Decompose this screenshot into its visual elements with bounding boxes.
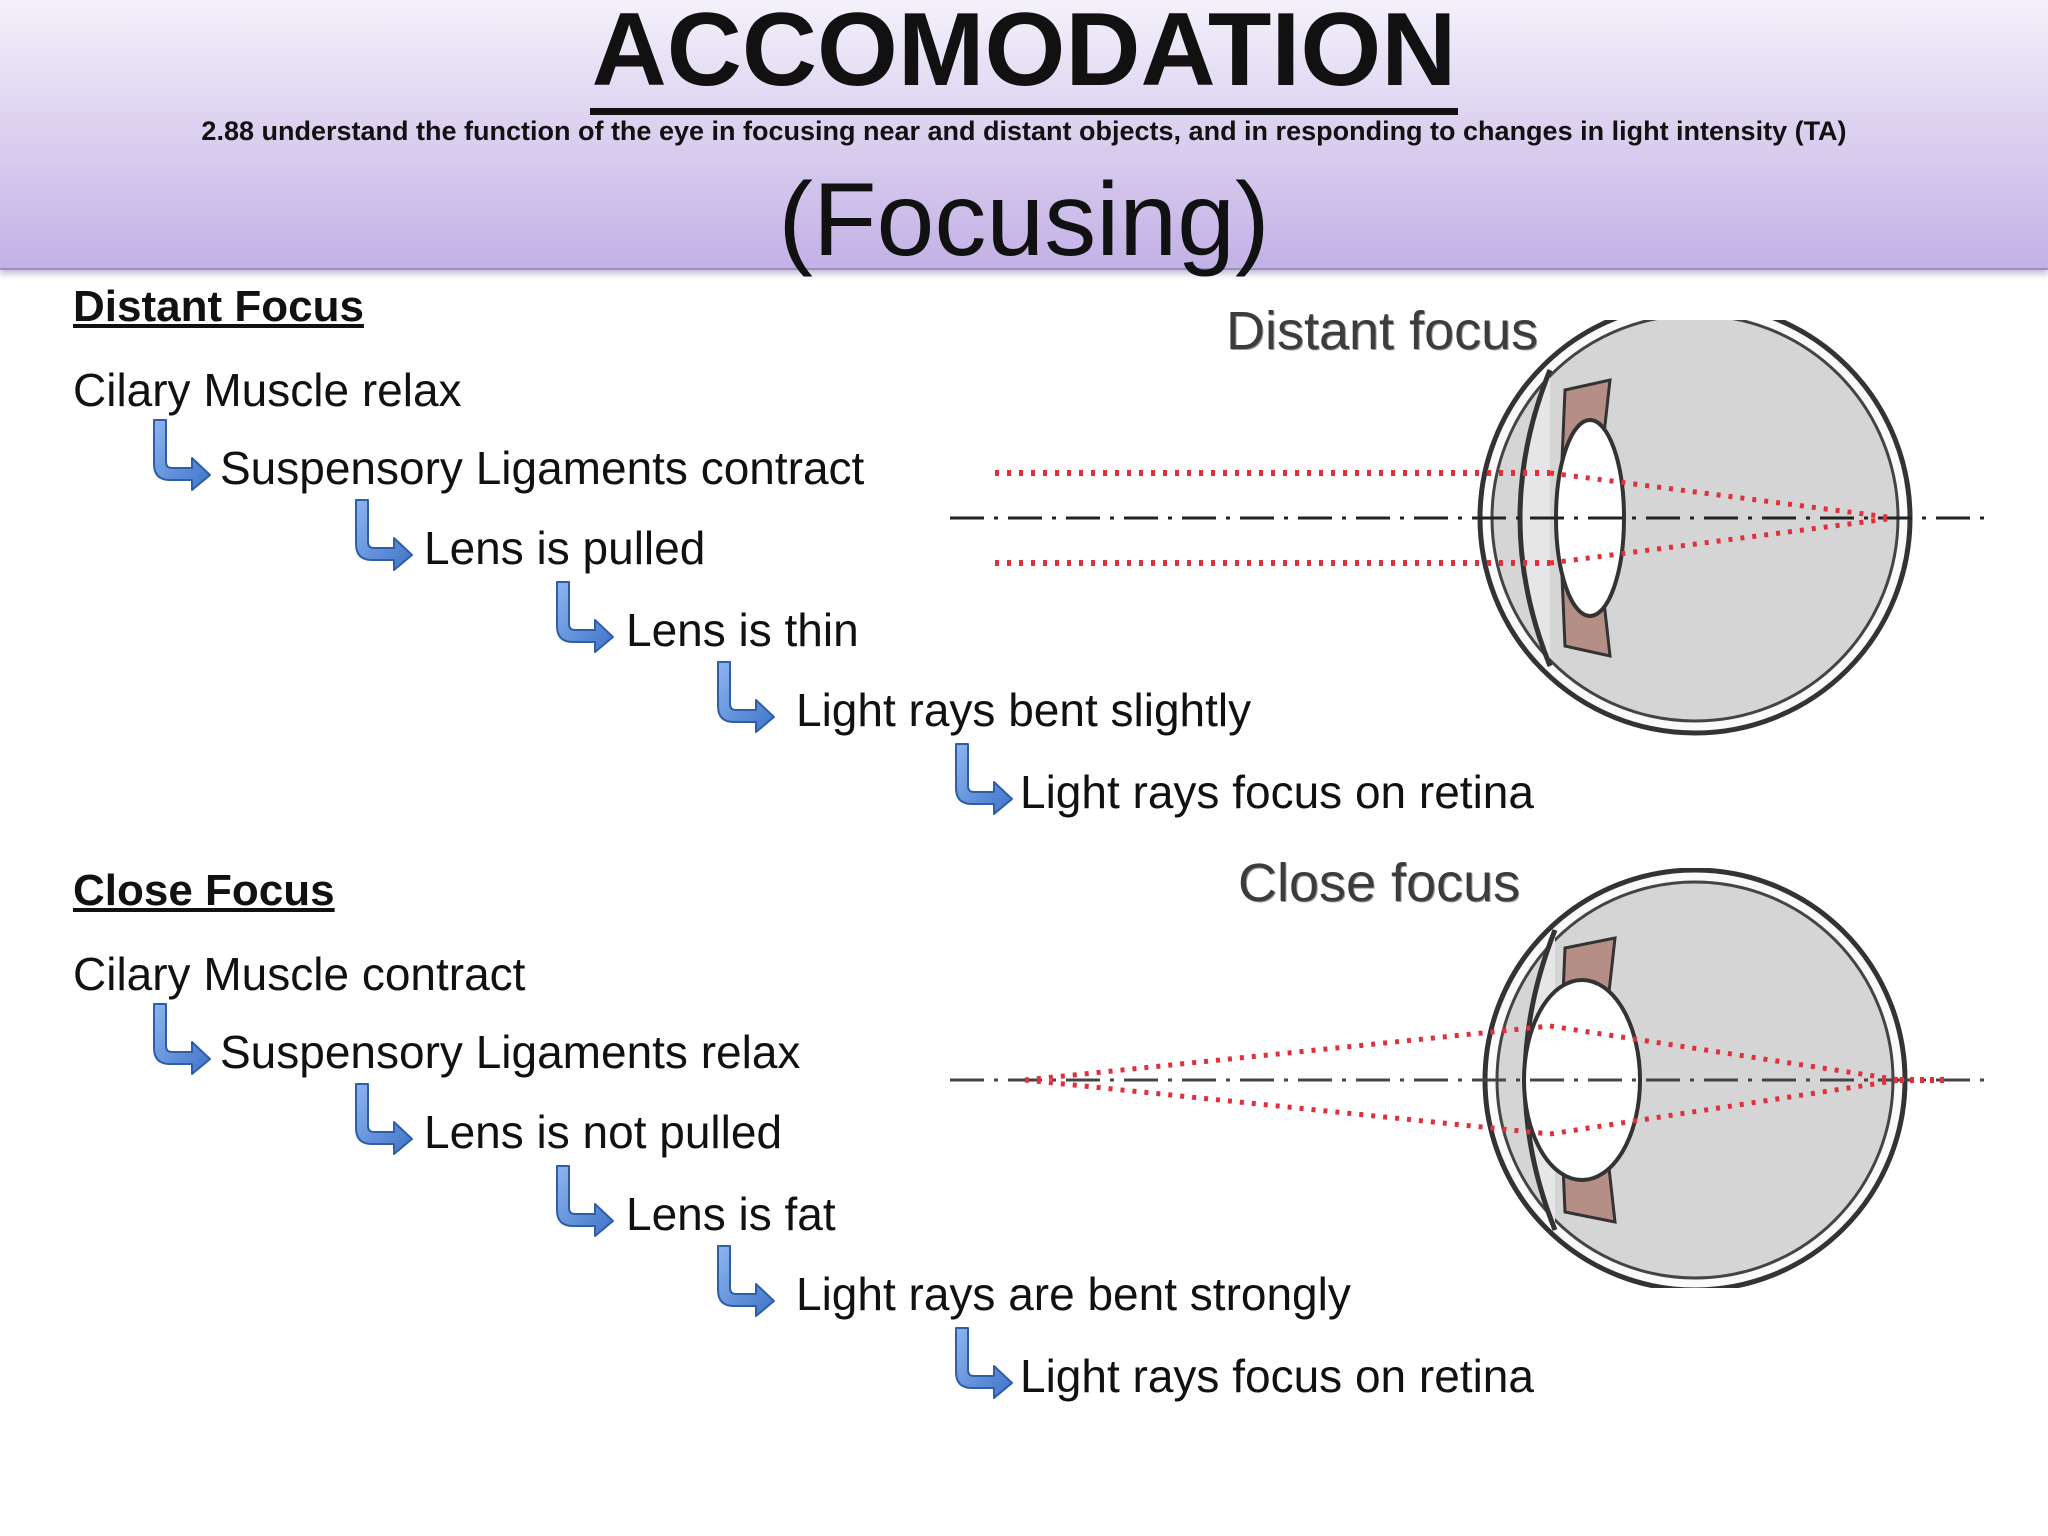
close-arrow-3-icon xyxy=(556,1165,614,1237)
distant-eye-diagram xyxy=(950,320,1990,736)
page-title: ACCOMODATION xyxy=(0,0,2048,115)
distant-arrow-1-icon xyxy=(153,419,211,491)
distant-step-4: Lens is thin xyxy=(626,604,859,656)
close-lens xyxy=(1522,978,1642,1182)
close-diagram-label: Close focus xyxy=(1238,853,1521,913)
distant-diagram-label: Distant focus xyxy=(1226,301,1539,361)
distant-step-5: Light rays bent slightly xyxy=(796,684,1252,736)
close-step-2: Suspensory Ligaments relax xyxy=(220,1026,801,1078)
distant-arrow-3-icon xyxy=(556,581,614,653)
distant-step-1: Cilary Muscle relax xyxy=(73,364,462,416)
distant-step-3: Lens is pulled xyxy=(424,522,706,574)
distant-arrow-4-icon xyxy=(717,661,775,733)
close-eye-diagram xyxy=(950,868,1990,1288)
close-focus-heading: Close Focus xyxy=(73,866,335,915)
close-step-5: Light rays are bent strongly xyxy=(796,1268,1351,1320)
close-arrow-2-icon xyxy=(355,1083,413,1155)
distant-step-6: Light rays focus on retina xyxy=(1020,766,1534,818)
distant-focus-heading: Distant Focus xyxy=(73,282,364,331)
close-arrow-5-icon xyxy=(955,1327,1013,1399)
page-subtitle: (Focusing) xyxy=(778,162,1270,278)
distant-step-2: Suspensory Ligaments contract xyxy=(220,442,865,494)
close-arrow-4-icon xyxy=(717,1245,775,1317)
close-step-1: Cilary Muscle contract xyxy=(73,948,526,1000)
close-step-3: Lens is not pulled xyxy=(424,1106,783,1158)
distant-arrow-5-icon xyxy=(955,743,1013,815)
close-step-6: Light rays focus on retina xyxy=(1020,1350,1534,1402)
header-banner: ACCOMODATION 2.88 understand the functio… xyxy=(0,0,2048,275)
page-title-text: ACCOMODATION xyxy=(589,0,1459,115)
distant-arrow-2-icon xyxy=(355,499,413,571)
close-arrow-1-icon xyxy=(153,1003,211,1075)
spec-statement: 2.88 understand the function of the eye … xyxy=(201,116,1847,146)
close-step-4: Lens is fat xyxy=(626,1188,836,1240)
